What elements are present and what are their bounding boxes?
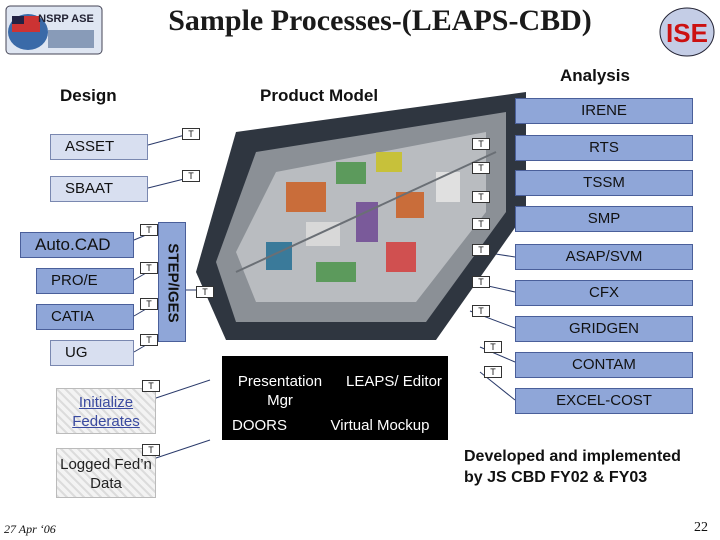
t-marker: T: [484, 366, 502, 378]
design-header: Design: [60, 86, 117, 105]
page-number: 22: [694, 520, 708, 535]
initialize-federates-box: Initialize Federates: [56, 388, 156, 434]
t-marker: T: [472, 305, 490, 317]
logged-fedn-data-box: Logged Fed’n Data: [56, 448, 156, 498]
product-model-header: Product Model: [260, 86, 379, 105]
t-marker: T: [472, 218, 490, 230]
tool-asap-svm: ASAP/SVM: [515, 244, 693, 270]
developed-note: Developed and implemented by JS CBD FY02…: [464, 448, 681, 486]
leaps-editor-label: LEAPS/ Editor: [346, 373, 442, 390]
slide-title: Sample Processes-(LEAPS-CBD): [168, 4, 592, 37]
t-marker: T: [472, 138, 490, 150]
t-marker: T: [140, 334, 158, 346]
t-marker: T: [484, 341, 502, 353]
t-marker: T: [196, 286, 214, 298]
ise-logo-text: ISE: [666, 18, 708, 48]
step-iges-bar: STEP/IGES: [158, 222, 186, 342]
tool-tssm: TSSM: [515, 170, 693, 196]
slide-date: 27 Apr ‘06: [4, 522, 56, 536]
ise-logo: ISE: [659, 7, 715, 57]
tool-catia: CATIA: [36, 304, 134, 330]
initialize-federates-label: Initialize Federates: [57, 389, 155, 431]
logged-fedn-data-label: Logged Fed’n Data: [60, 456, 152, 492]
t-marker: T: [140, 298, 158, 310]
t-marker: T: [182, 128, 200, 140]
t-marker: T: [182, 170, 200, 182]
doors-label: DOORS: [222, 412, 312, 440]
t-marker: T: [472, 191, 490, 203]
tool-asset: ASSET: [50, 134, 148, 160]
nsrp-ase-logo: NSRP ASE: [5, 5, 103, 55]
virtual-mockup-label: Virtual Mockup: [312, 412, 448, 440]
tool-excel-cost: EXCEL-COST: [515, 388, 693, 414]
tool-sbaat: SBAAT: [50, 176, 148, 202]
t-marker: T: [140, 262, 158, 274]
tool-irene: IRENE: [515, 98, 693, 124]
tool-ug: UG: [50, 340, 134, 366]
step-iges-label: STEP/IGES: [164, 243, 182, 323]
initialize-federates-text: Initialize Federates: [72, 394, 140, 430]
center-tools-panel: Presentation Mgr LEAPS/ Editor: [222, 356, 448, 412]
tool-gridgen: GRIDGEN: [515, 316, 693, 342]
ship-model-image: [196, 92, 526, 340]
tool-pro-e: PRO/E: [36, 268, 134, 294]
tool-cfx: CFX: [515, 280, 693, 306]
t-marker: T: [472, 162, 490, 174]
tool-rts: RTS: [515, 135, 693, 161]
tool-smp: SMP: [515, 206, 693, 232]
t-marker: T: [142, 444, 160, 456]
analysis-header: Analysis: [560, 66, 630, 85]
tool-autocad: Auto.CAD: [20, 232, 134, 258]
t-marker: T: [472, 244, 490, 256]
t-marker: T: [142, 380, 160, 392]
nsrp-logo-text: NSRP ASE: [38, 13, 94, 25]
t-marker: T: [140, 224, 158, 236]
t-marker: T: [472, 276, 490, 288]
tool-contam: CONTAM: [515, 352, 693, 378]
presentation-mgr-label: Presentation Mgr: [237, 373, 323, 409]
